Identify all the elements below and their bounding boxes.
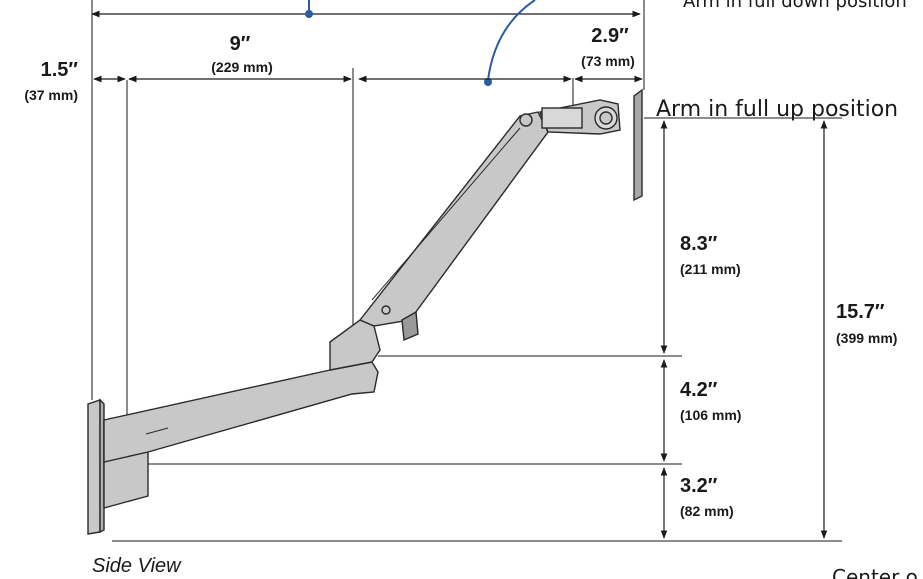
extension-lines (91, 0, 645, 438)
dim-tilt-head-mm: (73 mm) (581, 53, 635, 69)
reference-lines (112, 117, 842, 542)
down-position-callout (305, 0, 536, 86)
monitor-arm-illustration (87, 88, 643, 535)
dim-total: 15.7″ (399 mm) (820, 120, 897, 539)
elbow-joint (329, 319, 381, 371)
dim-lower-arm-inches: 9″ (230, 33, 251, 55)
dim-wall-offset-inches: 1.5″ (41, 59, 79, 81)
label-center-partial: Center o (832, 565, 918, 579)
dim-middle-mm: (106 mm) (680, 407, 741, 423)
label-arm-down: Arm in full down position (683, 0, 907, 12)
dim-upper-travel-inches: 8.3″ (680, 233, 718, 255)
dim-bottom-mm: (82 mm) (680, 503, 734, 519)
wall-plate (87, 399, 101, 535)
label-side-view: Side View (92, 555, 182, 577)
dim-lower-arm: 9″ (229 mm) (128, 33, 352, 83)
dim-lower-arm-mm: (229 mm) (211, 59, 272, 75)
dim-tilt-head-inches: 2.9″ (591, 25, 629, 47)
upper-arm (358, 111, 549, 327)
dim-tilt-head: 2.9″ (73 mm) (574, 25, 643, 83)
dim-middle: 4.2″ (106 mm) (660, 359, 741, 462)
dim-bottom-inches: 3.2″ (680, 475, 718, 497)
dim-total-mm: (399 mm) (836, 330, 897, 346)
dim-upper-travel: 8.3″ (211 mm) (660, 120, 741, 354)
dim-wall-offset: 1.5″ (37 mm) (24, 59, 126, 103)
dim-middle-inches: 4.2″ (680, 379, 718, 401)
lower-arm (103, 361, 379, 463)
dim-bottom: 3.2″ (82 mm) (660, 467, 734, 539)
dim-wall-offset-mm: (37 mm) (24, 87, 78, 103)
monitor-plate (633, 88, 643, 202)
dim-upper-travel-mm: (211 mm) (680, 261, 741, 277)
dim-total-inches: 15.7″ (836, 301, 885, 323)
